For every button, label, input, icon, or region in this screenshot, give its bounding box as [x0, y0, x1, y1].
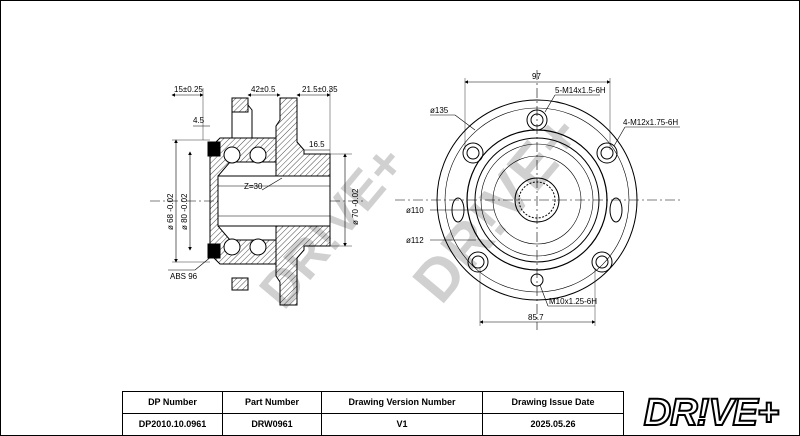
logo-text: DR!VE+	[643, 391, 780, 435]
abs-label: ABS 96	[170, 272, 198, 281]
label-bottom-hole: M10x1.25-6H	[549, 297, 597, 306]
side-view	[150, 88, 365, 306]
dim-dia-right: ø 70 -0.02	[351, 188, 360, 225]
header-part-number: Part Number	[222, 392, 322, 414]
dim-small-left: 4.5	[193, 116, 205, 125]
value-dp-number: DP2010.10.0961	[123, 413, 223, 436]
value-part-number: DRW0961	[222, 413, 322, 436]
header-dp-number: DP Number	[123, 392, 223, 414]
dim-top-right: 21.5±0.35	[302, 85, 338, 94]
value-drawing-version: V1	[321, 413, 483, 436]
dia-112: ø112	[406, 236, 424, 245]
header-drawing-version: Drawing Version Number	[321, 392, 483, 414]
dia-110: ø110	[406, 206, 424, 215]
spline-label: Z=30	[244, 182, 263, 191]
dim-small-right: 16.5	[309, 140, 325, 149]
dim-top-mid: 42±0.5	[251, 85, 276, 94]
dim-85-7: 85.7	[528, 313, 544, 322]
dim-top-left: 15±0.25	[174, 85, 203, 94]
label-holes: 4-M12x1.75-6H	[623, 118, 678, 127]
dia-135: ø135	[430, 106, 449, 115]
value-issue-date: 2025.05.26	[482, 413, 624, 436]
brand-logo: DR!VE+	[624, 391, 798, 435]
front-view	[395, 70, 680, 330]
header-issue-date: Drawing Issue Date	[482, 392, 624, 414]
label-bolts: 5-M14x1.5-6H	[555, 86, 606, 95]
dim-dia-left-1: ø 68 -0.02	[166, 193, 175, 230]
dim-97: 97	[532, 72, 541, 81]
dim-dia-left-2: ø 80 -0.02	[180, 193, 189, 230]
title-block: DP Number Part Number Drawing Version Nu…	[122, 391, 624, 436]
technical-drawing: DR!VE+ DR!VE+	[150, 70, 680, 330]
